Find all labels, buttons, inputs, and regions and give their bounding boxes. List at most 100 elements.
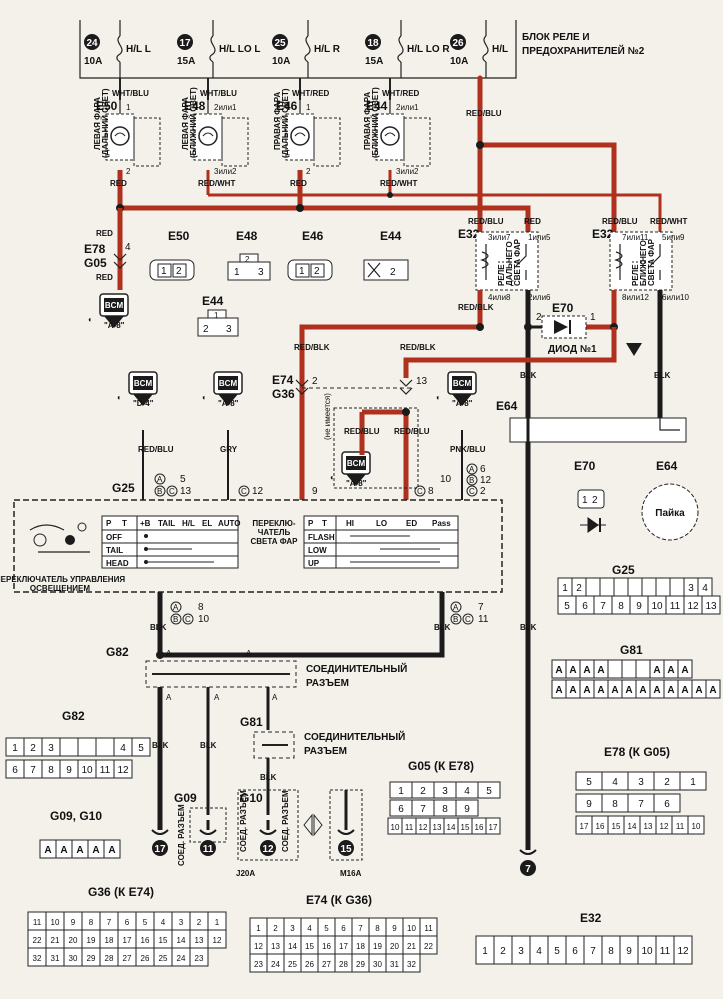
e32-grid-cell: 5 <box>554 946 560 957</box>
g36-grid-cell: 28 <box>105 954 114 963</box>
e78-grid-r2-cell: 6 <box>664 799 670 810</box>
svg-text:C: C <box>241 487 247 496</box>
bcm-pin: "A-8" <box>218 399 239 408</box>
svg-text:C: C <box>469 487 475 496</box>
e74-grid-cell: 27 <box>322 960 331 969</box>
svg-text:1: 1 <box>582 495 588 506</box>
e74-grid-cell: 9 <box>392 924 397 933</box>
lighting-switch-header: T <box>122 519 127 528</box>
g82-grid-cell: 1 <box>12 743 18 754</box>
fuse-block: БЛОК РЕЛЕ И ПРЕДОХРАНИТЕЛЕЙ №2 <box>79 20 645 79</box>
e74-grid-cell: 6 <box>341 924 346 933</box>
svg-text:C: C <box>417 487 423 496</box>
lamp-id: E46 <box>276 99 298 113</box>
svg-text:3: 3 <box>226 324 232 335</box>
relay-pin: 1или5 <box>528 233 551 242</box>
g09-grid-cell: A <box>44 845 51 856</box>
beam-switch-header: P <box>308 519 314 528</box>
g05-grid-r1-cell: 2 <box>420 786 426 797</box>
g36-grid-cell: 25 <box>159 954 168 963</box>
e32-grid-cell: 12 <box>677 946 689 957</box>
beam-switch-row: LOW <box>308 546 327 555</box>
lamp-label-2: (ДАЛЬНИЙ СВЕТ) <box>281 88 290 158</box>
e78-grid-r3-cell: 17 <box>580 822 589 831</box>
diode-e70: E70 ДИОД №1 2 1 <box>536 301 642 356</box>
g82-grid-cell: 2 <box>30 743 36 754</box>
diode-id: E70 <box>552 301 574 315</box>
svg-text:A: A <box>214 693 220 702</box>
e74-grid-cell: 13 <box>271 942 280 951</box>
lighting-switch-header: P <box>106 519 112 528</box>
fuse-amp: 10A <box>450 56 468 67</box>
fuse-block-title: БЛОК РЕЛЕ И <box>522 32 590 43</box>
lamp-wire-in: WHT/RED <box>382 89 420 98</box>
e78-grid-r3-cell: 13 <box>644 822 653 831</box>
diode-label: ДИОД №1 <box>548 344 597 355</box>
g81-grid-cell: A <box>681 665 688 676</box>
g36-grid-title: G36 (К E74) <box>88 885 154 899</box>
lighting-switch-header: AUTO <box>218 519 241 528</box>
g25-grid-row2-cell: 10 <box>651 601 663 612</box>
ground-number: 7 <box>525 864 531 875</box>
g36-grid-cell: 10 <box>51 918 60 927</box>
e64-label: E64 <box>496 399 518 413</box>
e74-pin-a: 2 <box>312 376 318 387</box>
svg-text:A: A <box>246 649 252 658</box>
fuse-amp: 10A <box>272 56 290 67</box>
svg-text:BLK: BLK <box>152 741 169 750</box>
g36-grid-cell: 31 <box>51 954 60 963</box>
relay-wire: RED <box>524 217 541 226</box>
e32-grid-cell: 9 <box>626 946 632 957</box>
g81-grid-row2-cell: A <box>625 685 632 696</box>
svg-text:2: 2 <box>245 255 250 264</box>
g36-grid-cell: 24 <box>177 954 186 963</box>
relay-pin: 5или9 <box>662 233 685 242</box>
bcm-label: BCM <box>134 379 153 388</box>
e74-grid-cell: 10 <box>407 924 416 933</box>
e74-grid-cell: 14 <box>288 942 297 951</box>
e64-solder: Пайка <box>655 508 685 519</box>
g36-grid-cell: 18 <box>105 936 114 945</box>
e78-grid-title: E78 (К G05) <box>604 745 670 759</box>
e74-grid-cell: 30 <box>373 960 382 969</box>
g82-grid-row2-cell: 6 <box>12 765 18 776</box>
g25-switch-label: G25 <box>112 481 135 495</box>
g05-grid-r1-cell: 3 <box>442 786 448 797</box>
e32-grid-cell: 10 <box>641 946 653 957</box>
bcm-pin-icon: ◐ <box>202 393 207 402</box>
g36-grid-cell: 29 <box>87 954 96 963</box>
ground-7: 7 <box>519 840 537 876</box>
e32-grid-cell: 8 <box>608 946 614 957</box>
lamp-label-2: (БЛИЖНИЙ СВЕТ) <box>371 87 380 158</box>
svg-text:A: A <box>173 603 179 612</box>
g36-grid-cell: 9 <box>71 918 76 927</box>
g81-label-1: СОЕДИНИТЕЛЬНЫЙ <box>304 730 405 743</box>
g36-grid-cell: 12 <box>213 936 222 945</box>
lamp-label-1: ЛЕВАЯ ФАРА <box>181 97 190 150</box>
ground-number: 17 <box>154 844 166 855</box>
g25-grid-row2-cell: 7 <box>600 601 606 612</box>
e32-grid-cell: 2 <box>500 946 506 957</box>
ground-number: 11 <box>203 844 214 855</box>
g36-grid-cell: 8 <box>89 918 94 927</box>
g05-grid-r3-cell: 11 <box>405 823 414 832</box>
fuse-name: H/L LO R <box>407 44 450 55</box>
svg-text:B: B <box>469 476 474 485</box>
g82-grid-row2-cell: 12 <box>117 765 129 776</box>
pin-a5: 5 <box>180 474 186 485</box>
lamp-wire-out: RED <box>110 179 127 188</box>
svg-text:BLK: BLK <box>200 741 217 750</box>
e74-grid-cell: 18 <box>356 942 365 951</box>
svg-text:B: B <box>157 487 162 496</box>
e74-grid-cell: 11 <box>424 924 433 933</box>
e64-splice: E64 BLK <box>496 399 687 850</box>
e78-grid-r3-cell: 12 <box>660 822 669 831</box>
relay-pin: 4или8 <box>488 293 511 302</box>
